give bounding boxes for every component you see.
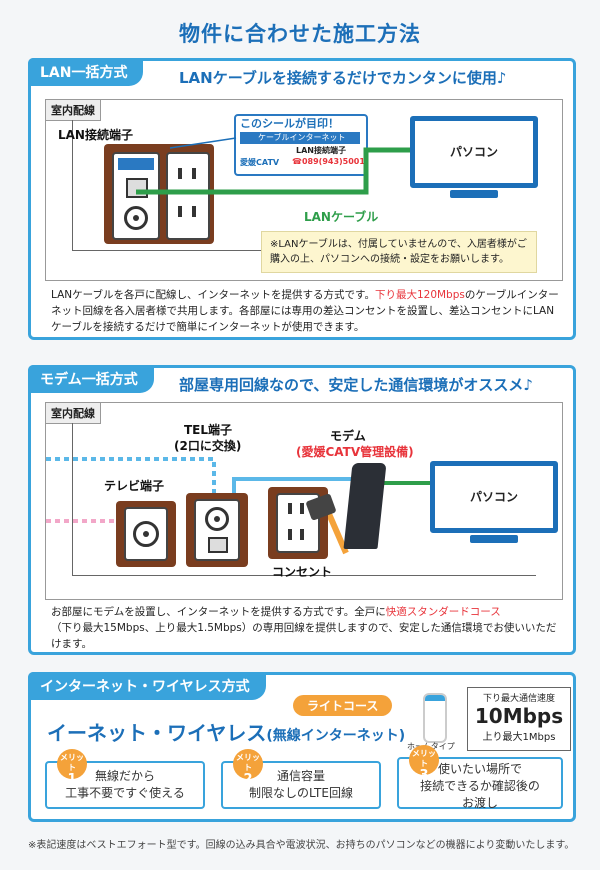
lan-port-label: LAN接続端子 (58, 128, 133, 142)
speed-up: 上り最大1Mbps (482, 732, 556, 743)
wireless-headline: イーネット・ワイヤレス(無線インターネット) (47, 721, 406, 745)
merit-3-text: 使いたい場所で 接続できるか確認後の お渡し (420, 762, 540, 810)
modem-pc-stand (470, 535, 518, 543)
merit-2-text: 通信容量 制限なしのLTE回線 (249, 769, 353, 800)
merit-1-text: 無線だから 工事不要ですぐ使える (65, 769, 185, 800)
modem-sublabel: (愛媛CATV管理設備) (296, 445, 414, 459)
power-outlet (276, 493, 320, 553)
wireless-tab: インターネット・ワイヤレス方式 (28, 672, 266, 700)
modem-indoor-label: 室内配線 (46, 403, 101, 424)
sticker-title: このシールが目印！ (240, 117, 339, 130)
lan-section: LAN一括方式 LANケーブルを接続するだけでカンタンに使用♪ 室内配線 LAN… (28, 58, 576, 340)
tel-lan-jack-icon (208, 537, 228, 553)
modem-section: モデム一括方式 部屋専用回線なので、安定した通信環境がオススメ♪ 室内配線 TE… (28, 365, 576, 655)
tv-wall-plate (116, 501, 176, 567)
sticker-brand: ケーブルインターネット (240, 132, 360, 144)
sticker-line: LAN接続端子 (296, 146, 346, 155)
modem-tab: モデム一括方式 (28, 365, 154, 393)
lan-port-outlet (112, 152, 160, 240)
modem-power-plate (268, 487, 328, 559)
lan-tab: LAN一括方式 (28, 58, 144, 86)
tv-port-label: テレビ端子 (104, 479, 165, 493)
modem-wall-line (72, 423, 73, 575)
lan-sticker: このシールが目印！ ケーブルインターネット LAN接続端子 愛媛CATV ☎08… (234, 114, 368, 176)
lan-indoor-label: 室内配線 (46, 100, 101, 121)
speed-box: 下り最大通信速度 10Mbps 上り最大1Mbps (467, 687, 571, 751)
outlet-label: コンセント (272, 565, 333, 579)
router-device-icon (423, 693, 447, 743)
course-badge: ライトコース (293, 695, 393, 716)
modem-diagram: 室内配線 TEL端子 (2口に交換) モデム (愛媛CATV管理設備) テレビ端… (45, 402, 563, 600)
wireless-section: インターネット・ワイヤレス方式 ライトコース イーネット・ワイヤレス(無線インタ… (28, 672, 576, 822)
lan-cable-label: LANケーブル (304, 210, 379, 224)
speed-value: 10Mbps (474, 704, 564, 728)
modem-headline: 部屋専用回線なので、安定した通信環境がオススメ♪ (179, 376, 533, 394)
lan-wall-line (72, 120, 73, 250)
tel-label: TEL端子 (184, 423, 233, 437)
lan-cable-line (136, 137, 416, 195)
lan-description: LANケーブルを各戸に配線し、インターネットを提供する方式です。下り最大120M… (51, 289, 559, 333)
lan-diagram: 室内配線 LAN接続端子 このシールが目印！ ケーブルインターネット LAN接続… (45, 99, 563, 281)
sticker-phone: ☎089(943)5001 (292, 157, 365, 166)
modem-description: お部屋にモデムを設置し、インターネットを提供する方式です。全戸に快適スタンダード… (51, 606, 557, 650)
tel-wall-plate (186, 493, 248, 567)
lan-pc-stand (450, 190, 498, 198)
tv-jack-icon (133, 521, 159, 547)
sticker-company: 愛媛CATV (240, 158, 280, 167)
lan-pc-monitor: パソコン (410, 116, 538, 188)
tel-jack-icon (205, 507, 229, 531)
modem-label: モデム (330, 429, 366, 443)
tv-jack-icon (124, 206, 148, 230)
power-outlet (166, 152, 210, 240)
lan-port-tag (118, 158, 154, 170)
lan-headline: LANケーブルを接続するだけでカンタンに使用♪ (179, 69, 507, 87)
tel-sublabel: (2口に交換) (174, 439, 242, 453)
modem-floor-line (72, 575, 536, 576)
page-title: 物件に合わせた施工方法 (179, 22, 421, 46)
modem-pc-monitor: パソコン (430, 461, 558, 533)
speed-title: 下り最大通信速度 (482, 694, 555, 704)
lan-note: ※LANケーブルは、付属していませんので、入居者様がご購入の上、パソコンへの接続… (261, 231, 537, 273)
footnote: ※表記速度はベストエフォート型です。回線の込み具合や電波状況、お持ちのパソコンな… (28, 840, 575, 851)
